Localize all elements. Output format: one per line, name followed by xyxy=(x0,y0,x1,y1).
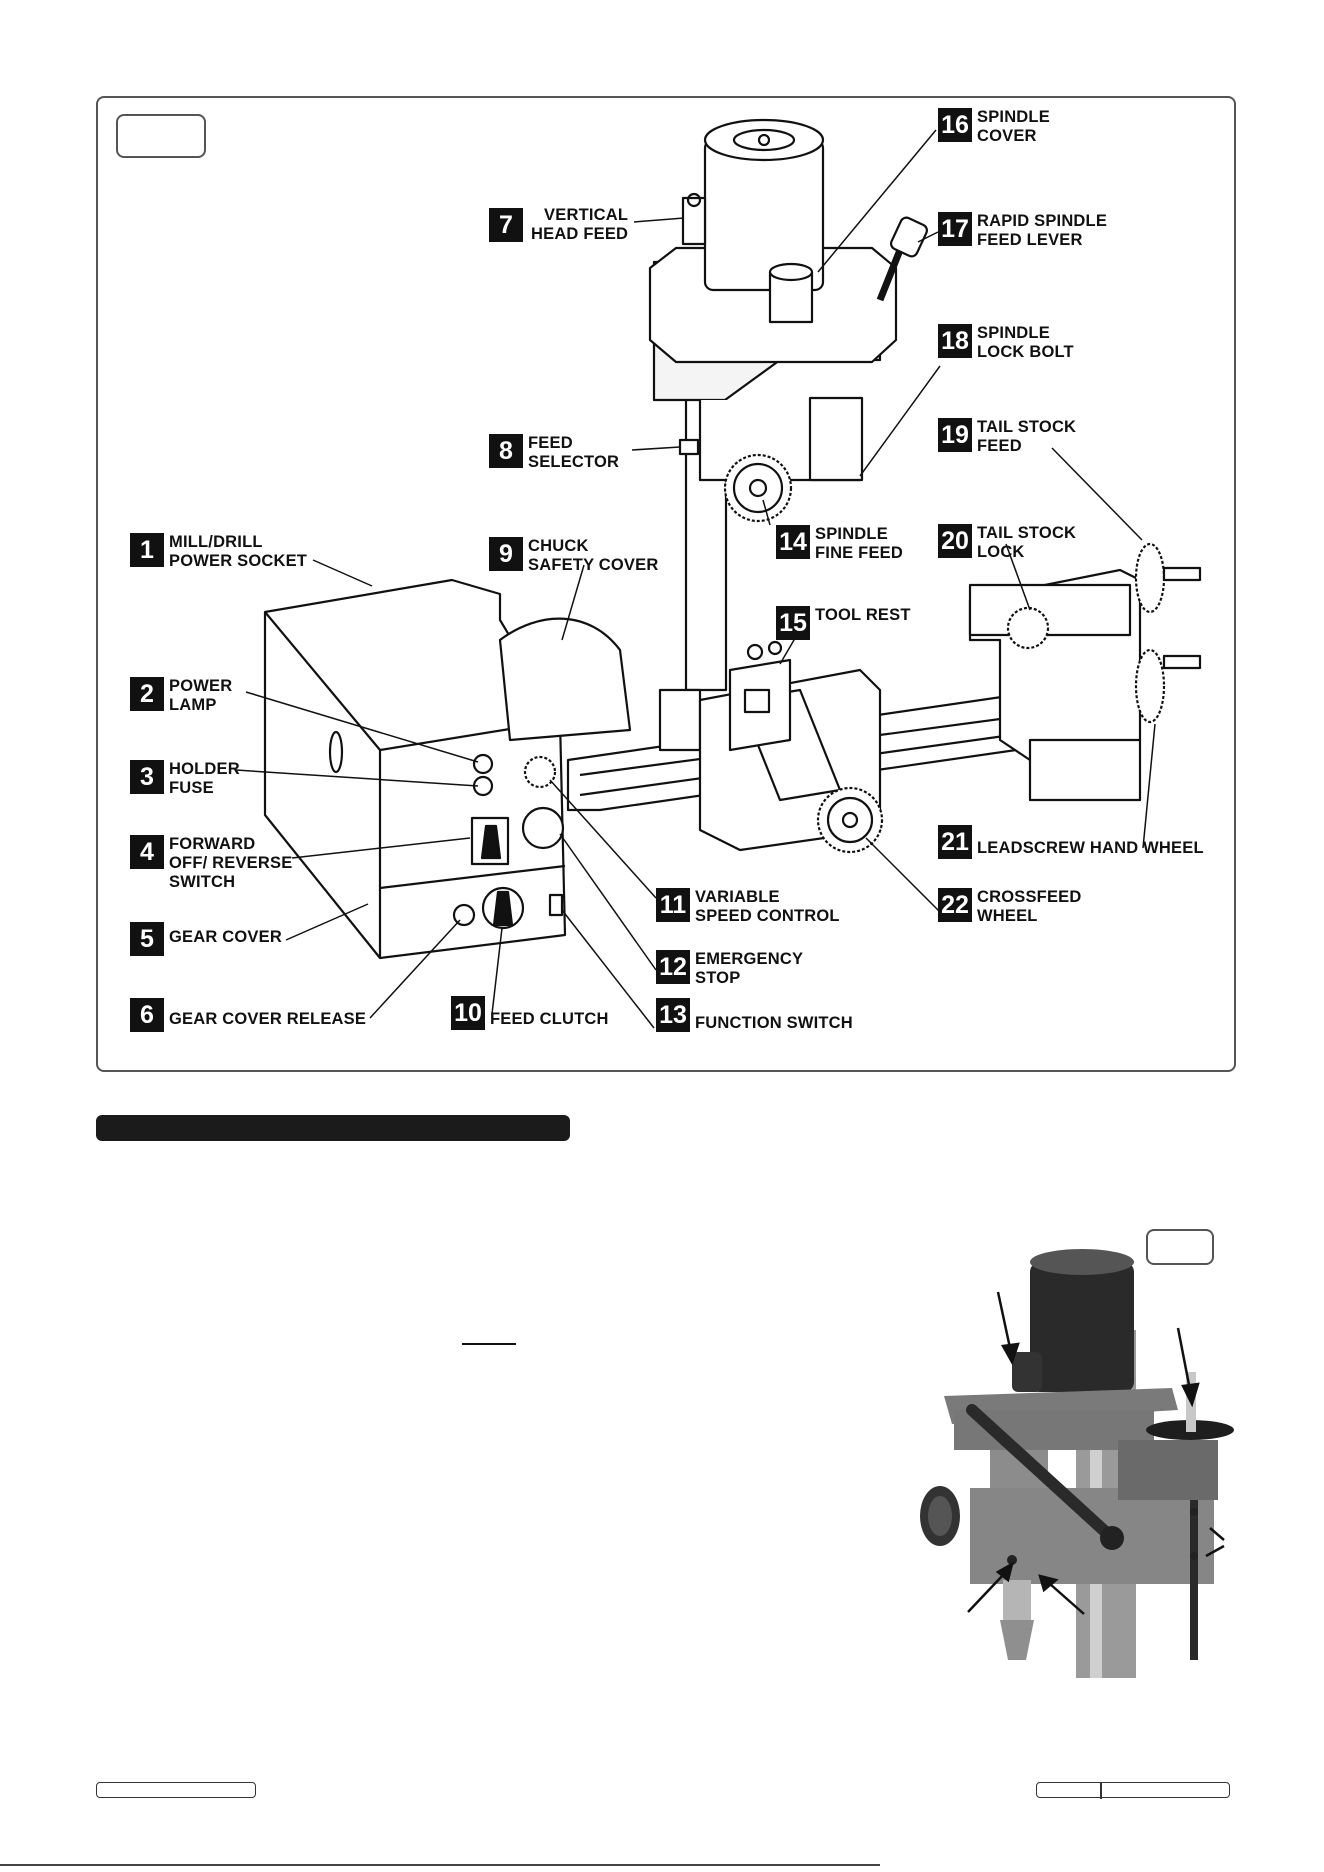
figure-frame xyxy=(96,96,1236,1072)
callout-4: 4 FORWARD OFF/ REVERSE SWITCH xyxy=(130,835,292,892)
tailstock-feed-wheel xyxy=(1134,542,1166,614)
callout-19: 19 TAIL STOCK FEED xyxy=(938,418,1076,456)
callout-14: 14 SPINDLE FINE FEED xyxy=(776,525,903,563)
section-heading-bar xyxy=(96,1115,570,1141)
leadscrew-hand-wheel xyxy=(1134,648,1166,724)
callout-20: 20 TAIL STOCK LOCK xyxy=(938,524,1076,562)
photo-figure-tag xyxy=(1146,1229,1214,1265)
footer-left-box xyxy=(96,1782,256,1798)
callout-11: 11 VARIABLE SPEED CONTROL xyxy=(656,888,840,926)
callout-10: 10 FEED CLUTCH xyxy=(451,996,609,1030)
callout-3: 3 HOLDER FUSE xyxy=(130,760,240,798)
chuck-safety-cover xyxy=(498,617,632,742)
underlined-word-mark xyxy=(462,1343,516,1345)
callout-13: 13 FUNCTION SWITCH xyxy=(656,998,853,1033)
callout-6: 6 GEAR COVER RELEASE xyxy=(130,998,366,1032)
callout-18: 18 SPINDLE LOCK BOLT xyxy=(938,324,1074,362)
callout-8: 8 FEED SELECTOR xyxy=(489,434,619,472)
figure-number-tag xyxy=(116,114,206,158)
mill-head-photo xyxy=(920,1228,1234,1678)
callout-21: 21 LEADSCREW HAND WHEEL xyxy=(938,825,1204,859)
callout-15: 15 TOOL REST xyxy=(776,606,911,640)
footer-right-divider xyxy=(1100,1782,1102,1799)
footer-right-box xyxy=(1036,1782,1230,1798)
callout-7: 7 VERTICAL HEAD FEED xyxy=(489,206,628,244)
footer-rule xyxy=(0,1864,880,1866)
callout-1: 1 MILL/DRILL POWER SOCKET xyxy=(130,533,307,571)
callout-12: 12 EMERGENCY STOP xyxy=(656,950,803,988)
callout-17: 17 RAPID SPINDLE FEED LEVER xyxy=(938,212,1107,250)
callout-5: 5 GEAR COVER xyxy=(130,922,282,956)
callout-2: 2 POWER LAMP xyxy=(130,677,232,715)
callout-9: 9 CHUCK SAFETY COVER xyxy=(489,537,658,575)
callout-22: 22 CROSSFEED WHEEL xyxy=(938,888,1081,926)
callout-16: 16 SPINDLE COVER xyxy=(938,108,1050,146)
